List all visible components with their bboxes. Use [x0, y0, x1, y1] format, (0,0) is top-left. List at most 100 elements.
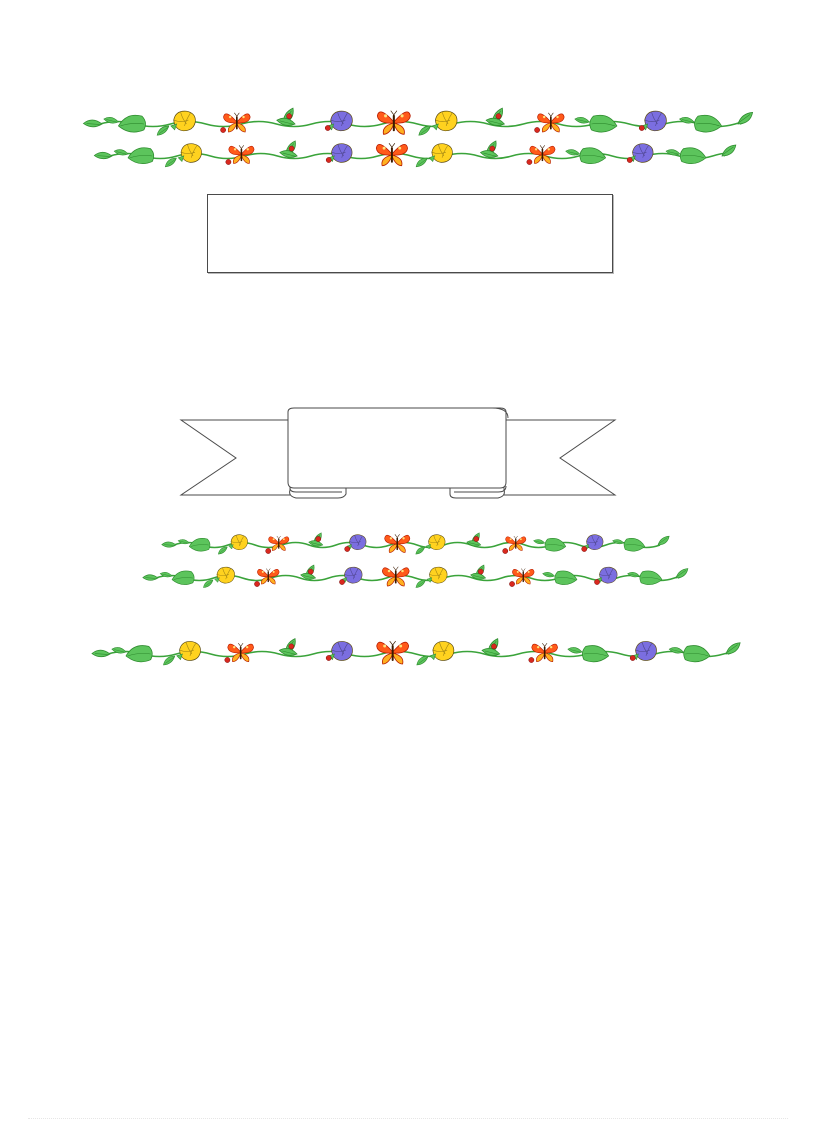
- leaf-icon: [113, 149, 129, 156]
- leaf-icon: [627, 571, 640, 578]
- leaf-icon: [470, 572, 487, 580]
- flower-icon: [328, 143, 353, 163]
- leaf-icon: [156, 125, 170, 136]
- flower-icon: [176, 641, 201, 661]
- flower-icon: [431, 110, 458, 132]
- flower-icon: [629, 143, 654, 163]
- leaf-icon: [416, 655, 429, 666]
- ribbon-center-panel: [287, 407, 507, 489]
- berry-icon: [502, 548, 509, 554]
- leaf-icon: [639, 570, 663, 585]
- leaf-icon: [93, 151, 113, 160]
- flower-icon: [632, 641, 657, 661]
- berry-icon: [265, 548, 272, 554]
- vine-stem: [173, 541, 661, 549]
- leaf-icon: [300, 572, 317, 580]
- page-bottom-rule: [28, 1118, 788, 1119]
- text-box[interactable]: [207, 194, 613, 273]
- flower-icon: [341, 566, 363, 584]
- berry-icon: [307, 568, 314, 575]
- leaf-icon: [279, 150, 298, 158]
- leaf-icon: [612, 539, 625, 545]
- butterfly-icon: [512, 568, 535, 585]
- berry-icon: [288, 643, 295, 650]
- butterfly-icon: [227, 642, 254, 663]
- flower-icon: [583, 534, 604, 551]
- leaf-icon: [161, 541, 177, 548]
- leaf-icon: [582, 645, 610, 663]
- leaf-icon: [188, 538, 211, 552]
- leaf-icon: [415, 546, 426, 555]
- flower-icon: [641, 110, 667, 132]
- leaf-icon: [415, 157, 428, 168]
- berry-icon: [254, 581, 260, 587]
- berry-icon: [489, 145, 496, 152]
- ribbon-banner: [179, 407, 617, 499]
- berry-icon: [288, 145, 295, 152]
- berry-icon: [581, 546, 588, 552]
- butterfly-icon: [381, 566, 410, 587]
- leaf-icon: [142, 574, 159, 581]
- butterfly-icon: [228, 145, 255, 164]
- butterfly-icon: [257, 568, 280, 585]
- leaf-icon: [533, 539, 546, 545]
- leaf-icon: [418, 125, 431, 136]
- banner-text[interactable]: [292, 420, 498, 482]
- leaf-icon: [415, 579, 426, 588]
- flower-icon: [327, 110, 353, 132]
- floral-vine-border-top-1: [82, 107, 754, 136]
- leaf-icon: [567, 647, 583, 654]
- flower-icon: [426, 566, 448, 584]
- flower-icon: [328, 641, 353, 661]
- leaf-icon: [679, 117, 695, 124]
- text-box-content: [208, 195, 612, 221]
- floral-vine-border-middle-1: [161, 532, 670, 555]
- berry-icon: [324, 125, 331, 131]
- berry-icon: [526, 159, 533, 165]
- berry-icon: [534, 127, 540, 133]
- berry-icon: [225, 159, 232, 165]
- leaf-icon: [218, 546, 228, 555]
- berry-icon: [325, 157, 332, 163]
- leaf-icon: [675, 568, 689, 579]
- butterfly-icon: [531, 642, 558, 663]
- leaf-icon: [278, 647, 298, 656]
- leaf-icon: [694, 114, 723, 133]
- leaf-icon: [159, 571, 173, 578]
- leaf-icon: [177, 539, 190, 545]
- flower-icon: [170, 110, 196, 132]
- leaf-icon: [668, 647, 684, 654]
- leaf-icon: [485, 117, 506, 126]
- flower-icon: [177, 143, 202, 163]
- berry-icon: [638, 125, 645, 131]
- butterfly-icon: [384, 534, 411, 553]
- leaf-icon: [542, 571, 555, 578]
- leaf-icon: [466, 540, 482, 547]
- flower-icon: [346, 534, 367, 551]
- leaf-icon: [721, 144, 737, 157]
- leaf-icon: [589, 114, 618, 133]
- berry-icon: [594, 579, 600, 585]
- flower-icon: [214, 566, 235, 584]
- leaf-icon: [164, 157, 177, 168]
- berry-icon: [286, 113, 293, 120]
- berry-icon: [528, 657, 535, 663]
- leaf-icon: [91, 649, 111, 658]
- leaf-icon: [574, 117, 590, 124]
- berry-icon: [495, 113, 502, 120]
- leaf-icon: [479, 150, 499, 158]
- leaf-icon: [725, 642, 741, 655]
- berry-icon: [473, 536, 480, 542]
- leaf-icon: [111, 647, 127, 654]
- flower-icon: [425, 534, 446, 551]
- leaf-icon: [127, 147, 155, 165]
- leaf-icon: [163, 655, 176, 666]
- leaf-icon: [657, 535, 670, 546]
- leaf-icon: [481, 647, 501, 656]
- leaf-icon: [82, 119, 103, 128]
- berry-icon: [629, 655, 636, 661]
- leaf-icon: [554, 570, 578, 585]
- berry-icon: [491, 643, 497, 650]
- floral-vine-border-top-2: [93, 140, 737, 168]
- leaf-icon: [579, 147, 607, 165]
